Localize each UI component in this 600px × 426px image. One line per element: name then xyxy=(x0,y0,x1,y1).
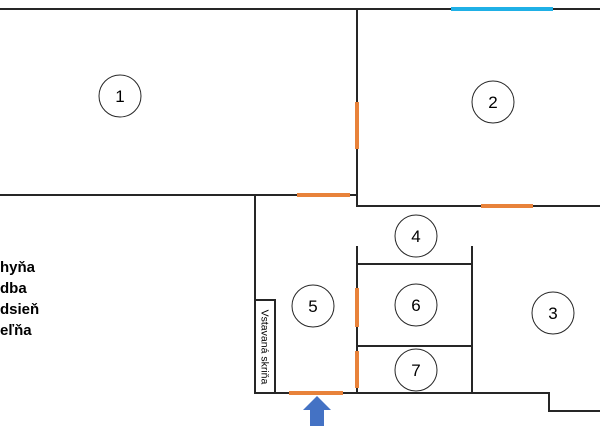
room-circle xyxy=(291,284,335,328)
room-number: 4 xyxy=(411,227,420,246)
room-marker-1: 1 xyxy=(98,74,142,118)
room-number: 7 xyxy=(411,361,420,380)
legend-item: eľňa xyxy=(0,322,32,339)
room-marker-6: 6 xyxy=(394,283,438,327)
closet-label: Vstavaná skriňa xyxy=(259,310,271,385)
legend: 1 2 hyňa dba dsieň eľňa xyxy=(0,217,39,339)
legend-item: hyňa xyxy=(0,259,36,276)
legend-item: dsieň xyxy=(0,301,39,318)
room-number: 5 xyxy=(308,297,317,316)
room-marker-4: 4 xyxy=(394,214,438,258)
room-circle xyxy=(394,214,438,258)
room-number: 3 xyxy=(548,304,557,323)
room-marker-3: 3 xyxy=(531,291,575,335)
legend-item: dba xyxy=(0,280,27,297)
room-circle xyxy=(471,80,515,124)
walls xyxy=(0,8,600,412)
room-circle xyxy=(394,348,438,392)
up-arrow-icon xyxy=(303,396,331,426)
doors xyxy=(289,102,533,395)
room-circle xyxy=(98,74,142,118)
room-circle xyxy=(394,283,438,327)
room-marker-2: 2 xyxy=(471,80,515,124)
room-number: 6 xyxy=(411,296,420,315)
room-number: 1 xyxy=(115,87,124,106)
room-circle xyxy=(531,291,575,335)
room-number: 2 xyxy=(488,93,497,112)
room-marker-7: 7 xyxy=(394,348,438,392)
built-in-closet xyxy=(254,299,276,394)
room-marker-5: 5 xyxy=(291,284,335,328)
